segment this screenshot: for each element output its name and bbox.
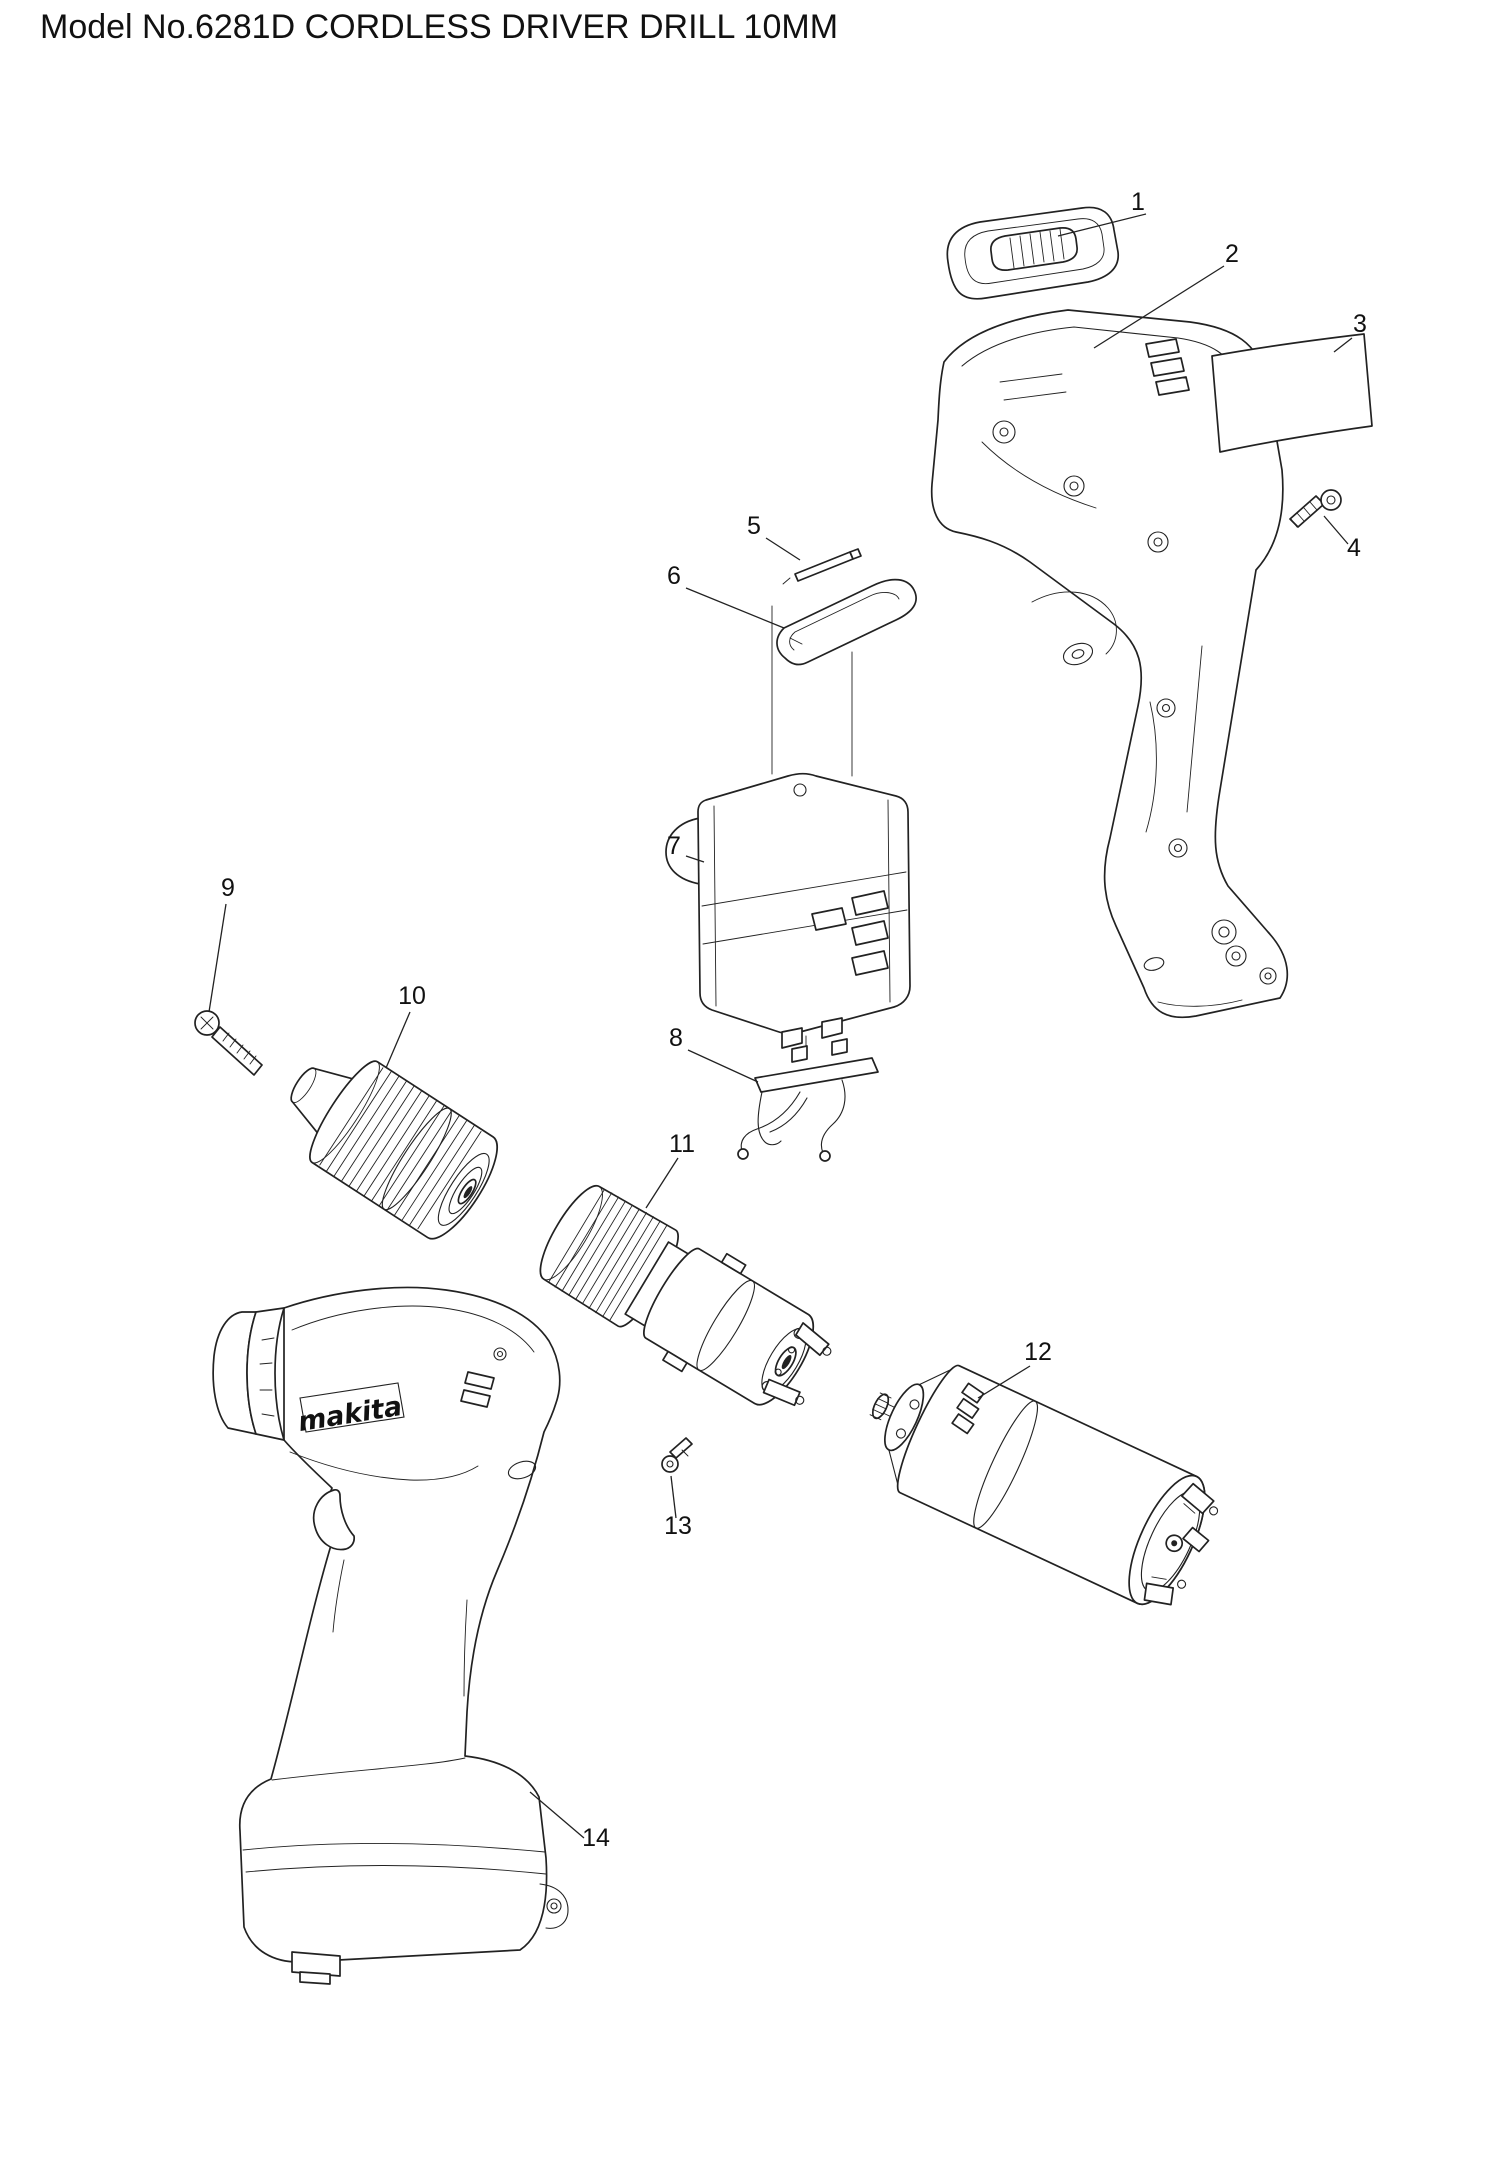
callout-14: 14 <box>582 1824 610 1852</box>
part-motor <box>869 1364 1219 1606</box>
part-housing-half-right <box>930 309 1289 1019</box>
callout-8: 8 <box>669 1024 683 1052</box>
part-pin <box>782 548 862 585</box>
callout-3: 3 <box>1353 310 1367 338</box>
callout-7: 7 <box>667 832 681 860</box>
callout-5: 5 <box>747 512 761 540</box>
part-screw-gearcase <box>661 1437 693 1473</box>
part-name-label <box>1211 333 1373 453</box>
callout-9: 9 <box>221 874 235 902</box>
callout-1: 1 <box>1131 188 1145 216</box>
callout-6: 6 <box>667 562 681 590</box>
part-drill-chuck <box>290 1060 498 1240</box>
callout-12: 12 <box>1024 1338 1052 1366</box>
page-title: Model No.6281D CORDLESS DRIVER DRILL 10M… <box>40 8 839 46</box>
callout-2: 2 <box>1225 240 1239 268</box>
part-gear-assembly <box>539 1184 832 1407</box>
callout-10: 10 <box>398 982 426 1010</box>
part-cover-lever <box>776 578 917 666</box>
callout-11: 11 <box>669 1130 695 1158</box>
callout-numbers: 1 2 3 4 5 6 7 8 9 10 11 12 13 14 <box>221 188 1367 1852</box>
part-slide-button-cap <box>946 206 1119 300</box>
part-screw-housing <box>1289 489 1342 528</box>
callout-4: 4 <box>1347 534 1361 562</box>
callout-leader-lines <box>208 213 1353 1839</box>
part-terminal-plate <box>737 1038 879 1162</box>
part-drill-body-assembly: makita <box>212 1286 569 1985</box>
callout-13: 13 <box>664 1512 692 1540</box>
part-screw-front <box>194 1010 263 1076</box>
part-switch-unit <box>665 772 911 1049</box>
